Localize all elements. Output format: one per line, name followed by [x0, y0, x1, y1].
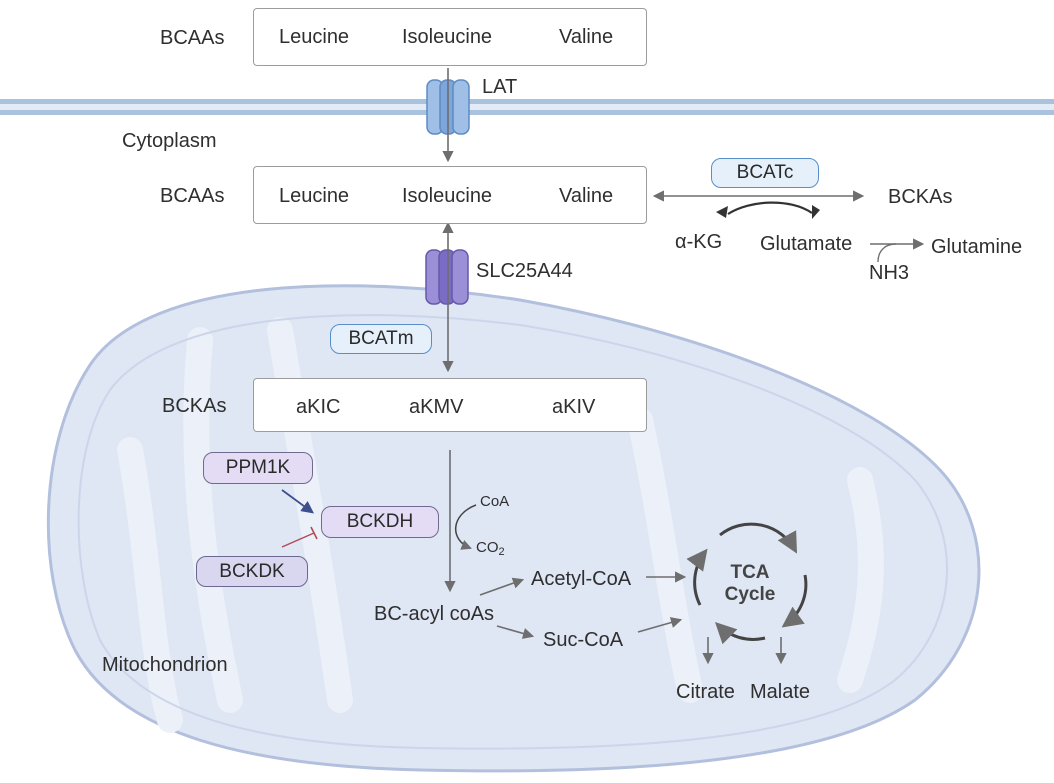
mito-bckas-label: BCKAs: [162, 395, 227, 417]
suc-coa-label: Suc-CoA: [543, 629, 624, 651]
mitochondrion-label: Mitochondrion: [102, 654, 228, 676]
co2-label: CO2: [476, 540, 505, 558]
tca-line-2: Cycle: [724, 583, 776, 605]
cytoplasm-bckas-label: BCKAs: [888, 186, 953, 208]
cytoplasm-leucine: Leucine: [279, 185, 350, 207]
extracellular-bcaa-box: Leucine Isoleucine Valine: [253, 8, 647, 66]
malate-label: Malate: [750, 681, 811, 703]
cytoplasm-isoleucine: Isoleucine: [402, 185, 493, 207]
lat-label: LAT: [482, 76, 518, 98]
cytoplasm-label: Cytoplasm: [122, 130, 217, 152]
extracellular-leucine: Leucine: [279, 26, 350, 48]
tca-cycle-icon: [686, 522, 808, 645]
extracellular-isoleucine: Isoleucine: [402, 26, 493, 48]
akiv-label: aKIV: [552, 396, 596, 418]
akmv-label: aKMV: [409, 396, 464, 418]
co2-subscript: 2: [498, 546, 505, 558]
slc25a44-label: SLC25A44: [476, 260, 573, 282]
extracellular-valine: Valine: [559, 26, 614, 48]
akic-label: aKIC: [296, 396, 341, 418]
citrate-label: Citrate: [676, 681, 735, 703]
cytoplasm-valine: Valine: [559, 185, 614, 207]
coa-label: CoA: [480, 493, 510, 510]
bcka-box: aKIC aKMV aKIV: [253, 378, 647, 432]
tca-line-1: TCA: [730, 562, 770, 583]
cytoplasm-bcaa-label: BCAAs: [160, 185, 225, 207]
cytoplasm-bcaa-box: Leucine Isoleucine Valine: [253, 166, 647, 224]
bcatc-enzyme: BCATc: [711, 158, 819, 188]
bcatm-enzyme: BCATm: [330, 324, 432, 354]
bckdk-enzyme: BCKDK: [196, 556, 308, 587]
bc-acyl-coas-label: BC-acyl coAs: [374, 603, 495, 625]
bckdh-complex: BCKDH: [321, 506, 439, 538]
slc25a44-channel-icon: [425, 249, 469, 305]
nh3-label: NH3: [869, 262, 910, 284]
acetyl-coa-label: Acetyl-CoA: [531, 568, 632, 590]
glutamine-label: Glutamine: [931, 236, 1023, 258]
alpha-kg-label: α-KG: [675, 231, 723, 253]
ppm1k-enzyme: PPM1K: [203, 452, 313, 484]
co2-base: CO: [476, 539, 499, 556]
tca-cycle-label: TCA Cycle: [712, 562, 788, 606]
plasma-membrane: [0, 99, 1054, 115]
glutamate-label: Glutamate: [760, 233, 853, 255]
extracellular-bcaa-label: BCAAs: [160, 27, 225, 49]
